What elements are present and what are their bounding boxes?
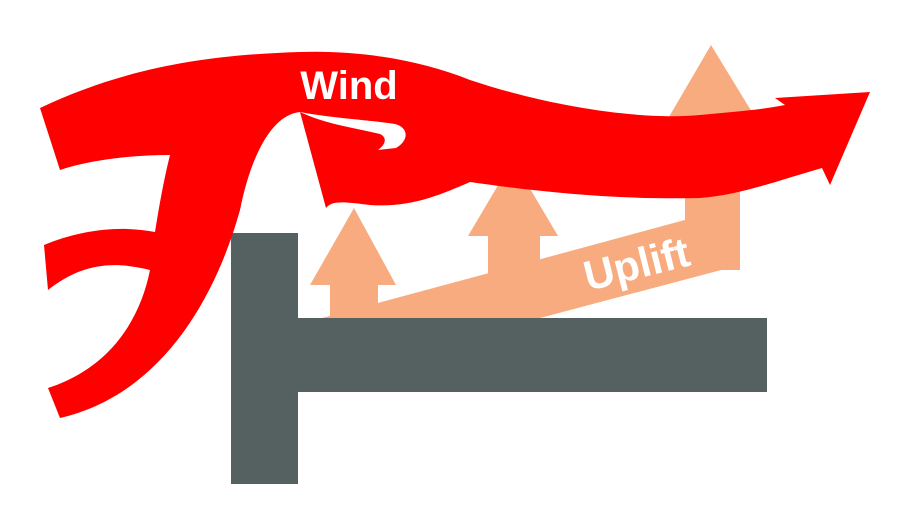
wall <box>231 233 298 484</box>
uplift-arrow-2 <box>468 160 558 290</box>
uplift-arrow-1 <box>310 208 396 318</box>
wind-swirl-cutout <box>300 112 406 150</box>
wind-main-stream <box>40 51 870 418</box>
wind-label: Wind <box>300 64 397 108</box>
roof-slab <box>298 318 767 392</box>
uplift-band <box>322 205 740 318</box>
